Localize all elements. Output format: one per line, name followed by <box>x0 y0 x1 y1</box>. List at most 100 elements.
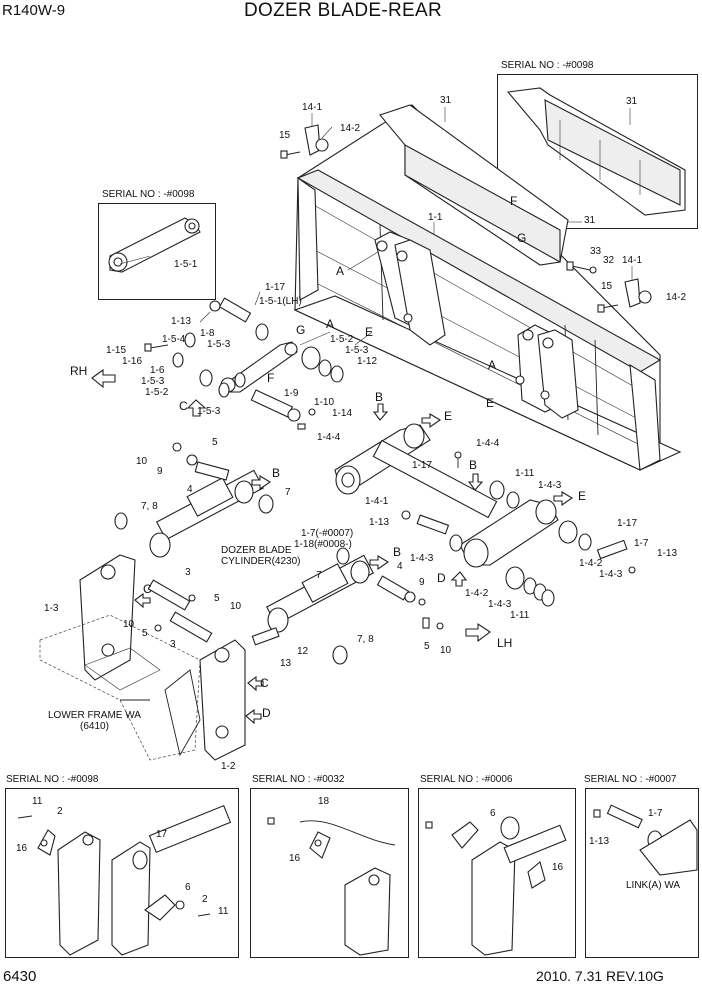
b1-label-6: 6 <box>185 882 191 893</box>
b1-label-17: 17 <box>156 829 168 840</box>
pins-3 <box>147 579 213 643</box>
bushings-right <box>401 480 636 607</box>
b1-label-11: 11 <box>32 796 43 807</box>
label-1-4-2-a: 1-4-2 <box>579 558 603 569</box>
label-12: 12 <box>297 646 309 657</box>
label-C-3: C <box>260 676 269 690</box>
label-1-5-2-a: 1-5-2 <box>145 387 169 398</box>
lower-frame <box>39 554 246 761</box>
inset-bottom-1-caption: SERIAL NO : -#0098 <box>6 774 99 785</box>
b4-label-1-7: 1-7 <box>648 808 663 819</box>
label-1-5-3-a: 1-5-3 <box>207 339 231 350</box>
label-1-7: 1-7 <box>634 538 649 549</box>
label-4-b: 4 <box>397 561 403 572</box>
label-15-a: 15 <box>279 130 291 141</box>
b1-label-2-b: 2 <box>202 894 208 905</box>
label-1-4-3-d: 1-4-3 <box>488 599 512 610</box>
label-1-5-1: 1-5-1 <box>174 259 198 270</box>
note-link-wa: LINK(A) WA <box>626 880 681 891</box>
bolt-33 <box>566 261 597 274</box>
label-1-5-3-c: 1-5-3 <box>197 406 221 417</box>
label-G-2: G <box>296 323 306 337</box>
label-1-4-3-a: 1-4-3 <box>538 480 562 491</box>
label-1-13-c: 1-13 <box>657 548 678 559</box>
label-1-17-a: 1-17 <box>265 282 286 293</box>
inset-blade-drawing <box>506 87 686 216</box>
label-5-b: 5 <box>214 593 220 604</box>
label-31-b: 31 <box>626 96 638 107</box>
label-31-c: 31 <box>584 215 596 226</box>
inset-bottom-3-box <box>418 788 576 958</box>
label-1-4-4-b: 1-4-4 <box>476 438 500 449</box>
label-10-a: 10 <box>136 456 148 467</box>
inset-blade-caption: SERIAL NO : -#0098 <box>501 60 594 71</box>
label-10-c: 10 <box>123 619 135 630</box>
b3-label-6: 6 <box>490 808 496 819</box>
label-1-5-3-b: 1-5-3 <box>141 376 165 387</box>
label-9-a: 9 <box>157 466 163 477</box>
clamp-14-1-left <box>280 124 329 159</box>
label-1-3: 1-3 <box>44 603 59 614</box>
label-7-8-a: 7, 8 <box>141 501 158 512</box>
label-1-4-4-a: 1-4-4 <box>317 432 341 443</box>
label-1-11-b: 1-11 <box>510 610 530 621</box>
bottom-inset-1-drawing <box>17 804 232 956</box>
label-A-1: A <box>336 264 345 278</box>
label-3-b: 3 <box>170 639 176 650</box>
label-1-7-0007: 1-7(-#0007) <box>301 528 354 539</box>
label-1-4-2-b: 1-4-2 <box>465 588 489 599</box>
label-1-5-2-b: 1-5-2 <box>330 334 354 345</box>
label-1-2: 1-2 <box>221 761 236 772</box>
label-D-2: D <box>262 706 271 720</box>
label-C-2: C <box>143 582 152 596</box>
pin-4 <box>172 442 444 630</box>
label-1-4-3-b: 1-4-3 <box>410 553 434 564</box>
inset-bottom-1-box <box>5 788 239 958</box>
inset-bottom-3-caption: SERIAL NO : -#0006 <box>420 774 513 785</box>
inset-bottom-2-caption: SERIAL NO : -#0032 <box>252 774 345 785</box>
bottom-inset-4-drawing <box>593 804 698 876</box>
label-G: G <box>517 231 527 245</box>
label-1-14: 1-14 <box>332 408 353 419</box>
bracket-a-right <box>515 324 579 419</box>
cylinder-lower <box>251 547 375 665</box>
note-lower-frame-ref: (6410) <box>80 721 109 732</box>
link-assembly-upper <box>144 297 344 430</box>
label-B-1: B <box>375 390 384 404</box>
label-3-a: 3 <box>185 567 191 578</box>
label-1-5-1-lh: 1-5-1(LH) <box>259 296 302 307</box>
label-7-a: 7 <box>285 487 291 498</box>
label-1-13-b: 1-13 <box>369 517 390 528</box>
label-15-b: 15 <box>601 281 613 292</box>
label-1-8: 1-8 <box>200 328 215 339</box>
label-14-1-b: 14-1 <box>622 255 643 266</box>
label-33: 33 <box>590 246 602 257</box>
inset-bottom-4-box <box>585 788 699 958</box>
label-1-6: 1-6 <box>150 365 165 376</box>
label-A-2: A <box>488 358 497 372</box>
label-1-13-a: 1-13 <box>171 316 192 327</box>
label-1-18: 1-18(#0008-) <box>294 539 352 550</box>
label-F: F <box>510 194 518 208</box>
label-1-17-b: 1-17 <box>412 460 433 471</box>
cover-plate-31 <box>379 104 569 266</box>
label-7-8-b: 7, 8 <box>357 634 374 645</box>
label-14-1-a: 14-1 <box>302 102 323 113</box>
direction-rh: RH <box>70 364 88 378</box>
cylinder-upper <box>114 469 274 558</box>
clamp-14-1-right <box>597 278 652 313</box>
note-lower-frame: LOWER FRAME WA <box>48 710 141 721</box>
revision-date: 2010. 7.31 REV.10G <box>536 968 664 984</box>
label-1-15: 1-15 <box>106 345 127 356</box>
label-1-11-a: 1-11 <box>515 468 535 479</box>
label-1-12: 1-12 <box>357 356 378 367</box>
label-B-3: B <box>393 545 402 559</box>
bottom-inset-3-drawing <box>425 816 567 956</box>
label-1-4-1: 1-4-1 <box>365 496 389 507</box>
label-5-d: 5 <box>424 641 430 652</box>
leader-lines <box>119 107 633 346</box>
label-1-16: 1-16 <box>122 356 143 367</box>
label-D-1: D <box>437 571 446 585</box>
link-1-4-1 <box>334 423 559 568</box>
label-32: 32 <box>603 255 615 266</box>
